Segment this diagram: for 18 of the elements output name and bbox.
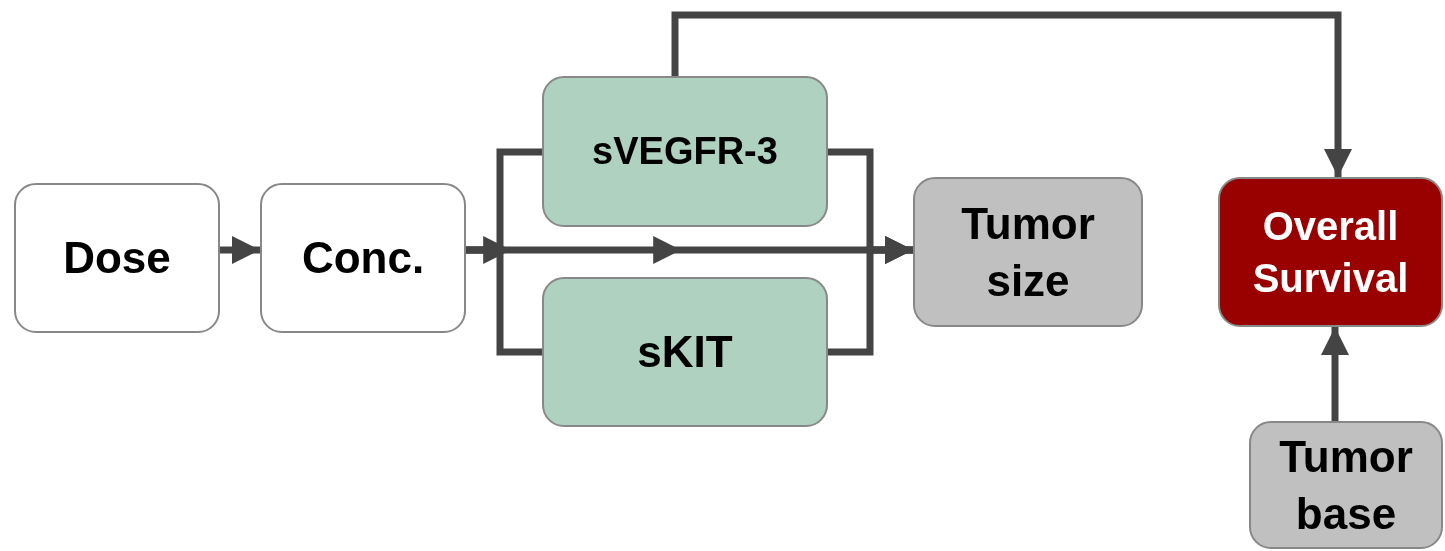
node-label: Overall Survival: [1251, 203, 1410, 302]
arrow: [1321, 327, 1349, 421]
node-label: Tumor base: [1278, 430, 1414, 540]
measure-box: [913, 177, 1143, 327]
arrow: [220, 236, 260, 264]
process-box: [14, 183, 220, 333]
process-box: [260, 183, 466, 333]
node-label: sVEGFR-3: [592, 128, 778, 174]
node-label: Dose: [63, 232, 171, 285]
node-label: Conc.: [301, 232, 425, 285]
biomarker-box: [542, 76, 828, 227]
node-label: Tumor size: [960, 197, 1096, 307]
outcome-box: [1218, 177, 1443, 327]
biomarker-box: [542, 277, 828, 427]
arrow: [671, 11, 1352, 177]
measure-box: [1249, 421, 1443, 549]
arrow: [828, 236, 913, 356]
node-label: sKIT: [637, 326, 733, 379]
